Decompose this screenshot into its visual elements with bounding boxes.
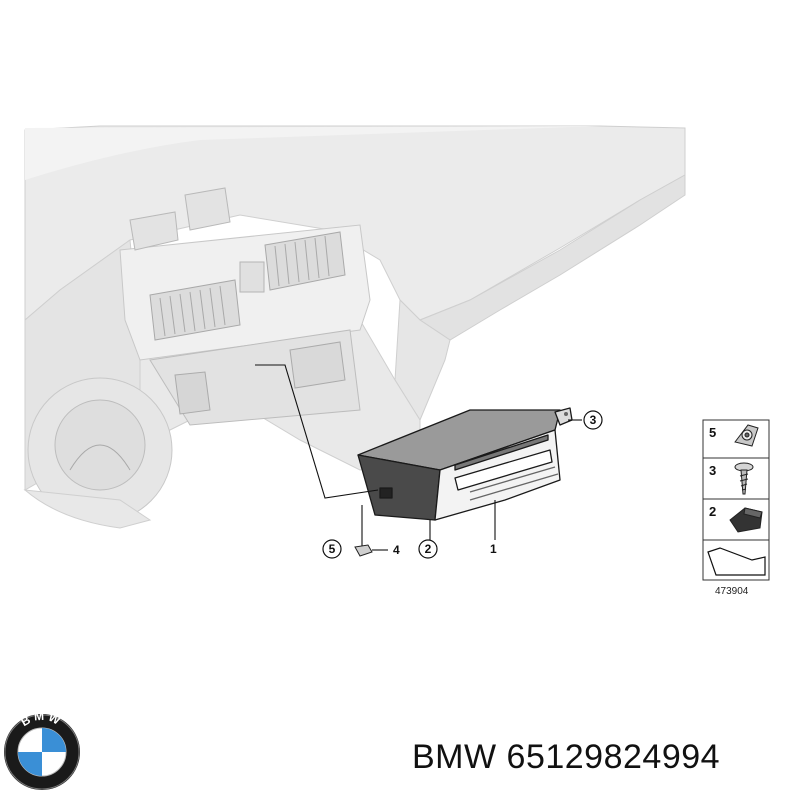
legend-item-3: 3: [709, 462, 754, 495]
svg-text:4: 4: [393, 543, 400, 557]
svg-text:5: 5: [709, 425, 716, 440]
head-unit: [357, 407, 573, 521]
clip-nut-part: [354, 544, 373, 557]
leader-lines: [255, 364, 582, 551]
screw-icon: [734, 462, 754, 495]
callout-4: 4: [393, 543, 400, 557]
svg-text:2: 2: [425, 542, 432, 556]
parts-legend: 5 3 2: [702, 419, 770, 581]
svg-text:1: 1: [490, 542, 497, 556]
leader-cavity-to-radio: [255, 364, 379, 499]
legend-item-2: 2: [709, 504, 763, 533]
callout-2: 2: [418, 539, 438, 559]
dashboard-illustration: [23, 125, 686, 529]
reference-arrow-icon: [707, 547, 766, 576]
pad-icon: [729, 507, 763, 533]
part-caption: BMW 65129824994: [412, 738, 720, 777]
callout-3: 3: [583, 410, 603, 430]
callout-5: 5: [322, 539, 342, 559]
part-number: 65129824994: [506, 738, 721, 776]
right-air-vent: [264, 231, 346, 291]
legend-item-5: 5: [709, 424, 759, 447]
brand-name: BMW: [412, 738, 497, 776]
clip-nut-icon: [734, 424, 759, 447]
svg-text:3: 3: [590, 413, 597, 427]
callout-1: 1: [490, 542, 497, 556]
svg-text:5: 5: [329, 542, 336, 556]
left-air-vent: [149, 279, 241, 341]
svg-text:3: 3: [709, 463, 716, 478]
svg-text:2: 2: [709, 504, 716, 519]
bmw-logo-icon: BMW: [4, 709, 80, 790]
diagram-reference-number: 473904: [715, 586, 749, 597]
svg-text:BMW: BMW: [18, 709, 65, 729]
